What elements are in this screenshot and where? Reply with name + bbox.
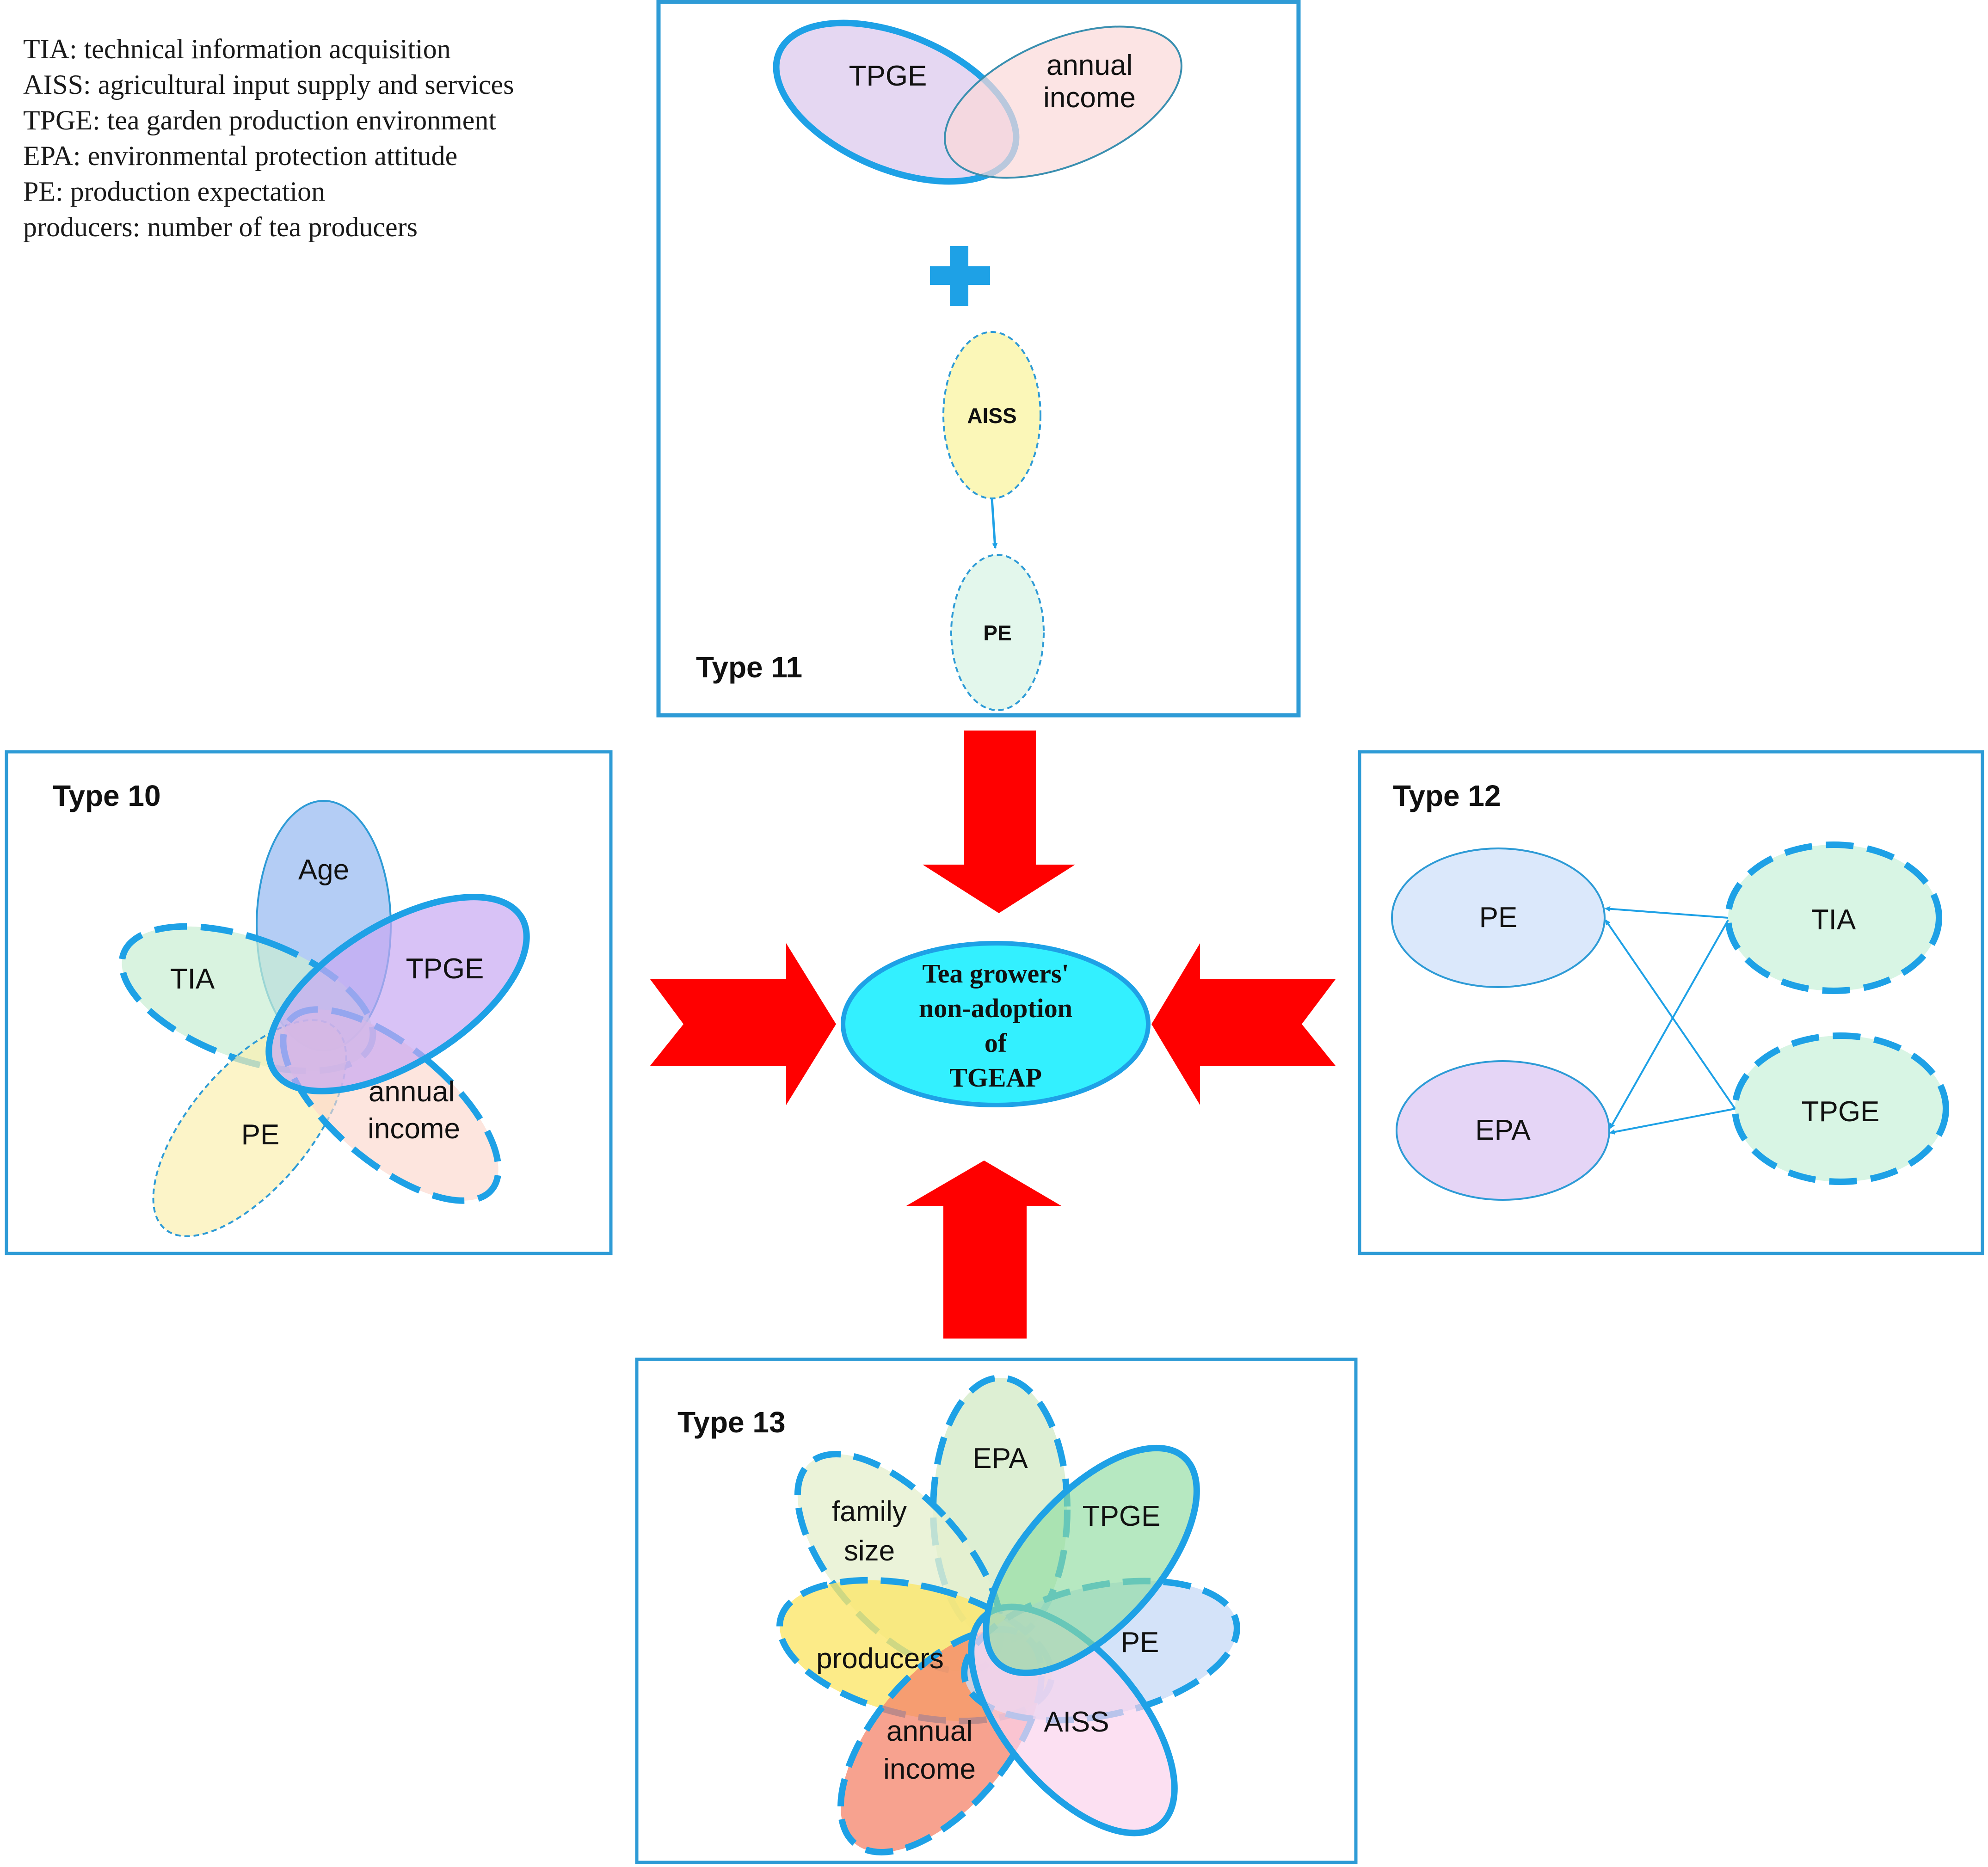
center-node: Tea growers' non-adoption of TGEAP bbox=[841, 941, 1151, 1107]
type13-producers-label: producers bbox=[816, 1643, 944, 1675]
type10-income-label-2: income bbox=[368, 1113, 460, 1145]
type11-pe-label: PE bbox=[983, 621, 1011, 645]
type12-epa-ellipse bbox=[1396, 1060, 1610, 1201]
type10-income-label-1: annual bbox=[369, 1076, 455, 1108]
type12-tpge-label: TPGE bbox=[1802, 1096, 1880, 1128]
type13-title: Type 13 bbox=[677, 1406, 786, 1439]
type13-epa-label: EPA bbox=[972, 1443, 1028, 1474]
type10-tia-label: TIA bbox=[170, 963, 215, 995]
type11-panel: TPGE annual income AISS PE Type 11 bbox=[656, 0, 1301, 718]
type13-pe-label: PE bbox=[1121, 1627, 1159, 1658]
type10-tpge-label: TPGE bbox=[406, 953, 484, 985]
type13-panel: EPA TPGE family size PE producers AISS a… bbox=[635, 1357, 1358, 1864]
type10-tpge-ellipse bbox=[265, 894, 530, 1094]
type13-income-label-1: annual bbox=[886, 1715, 972, 1747]
type10-frame bbox=[5, 750, 613, 1255]
type11-arrow bbox=[991, 498, 998, 549]
legend-item: TIA: technical information acquisition bbox=[23, 34, 451, 64]
type12-arrow-tia-epa bbox=[1609, 920, 1729, 1129]
type10-pe-label: PE bbox=[241, 1119, 280, 1151]
center-line-4: TGEAP bbox=[949, 1062, 1042, 1093]
type13-tpge-ellipse bbox=[983, 1444, 1200, 1677]
center-line-2: non-adoption bbox=[919, 993, 1072, 1023]
type12-pe-ellipse bbox=[1391, 848, 1606, 988]
center-line-3: of bbox=[985, 1028, 1007, 1058]
type12-tia-label: TIA bbox=[1811, 904, 1856, 936]
type10-age-label: Age bbox=[298, 854, 349, 886]
arrow-right-icon bbox=[650, 943, 836, 1105]
type12-arrow-tia-pe bbox=[1605, 906, 1729, 919]
legend-item: EPA: environmental protection attitude bbox=[23, 141, 458, 171]
type11-income-ellipse bbox=[944, 25, 1182, 179]
legend: TIA: technical information acquisition A… bbox=[23, 31, 514, 245]
type13-aiss-label: AISS bbox=[1044, 1706, 1109, 1738]
type13-frame bbox=[635, 1357, 1358, 1864]
type11-income-label-2: income bbox=[1043, 82, 1136, 114]
type11-tpge-label: TPGE bbox=[849, 60, 927, 92]
type12-arrow-tpge-pe bbox=[1605, 919, 1736, 1110]
type11-income-label-1: annual bbox=[1046, 49, 1132, 81]
type12-frame bbox=[1358, 750, 1984, 1255]
type11-frame bbox=[656, 0, 1301, 718]
type13-income-label-2: income bbox=[883, 1753, 976, 1785]
type12-epa-label: EPA bbox=[1475, 1114, 1531, 1146]
plus-icon bbox=[930, 246, 990, 306]
arrow-down-icon bbox=[923, 731, 1075, 913]
type12-pe-label: PE bbox=[1479, 902, 1518, 934]
type13-family-label-1: family bbox=[832, 1496, 907, 1528]
type11-pe-ellipse bbox=[950, 554, 1045, 711]
arrow-up-icon bbox=[906, 1161, 1061, 1339]
center-ellipse bbox=[841, 941, 1151, 1107]
type10-title: Type 10 bbox=[53, 779, 161, 812]
center-line-1: Tea growers' bbox=[922, 958, 1069, 989]
arrow-left-icon bbox=[1151, 943, 1336, 1105]
legend-item: AISS: agricultural input supply and serv… bbox=[23, 69, 514, 100]
type12-tpge-ellipse bbox=[1732, 1032, 1949, 1185]
legend-item: PE: production expectation bbox=[23, 176, 326, 207]
type10-panel: Age TIA TPGE annual income PE Type 10 bbox=[5, 750, 613, 1255]
legend-item: producers: number of tea producers bbox=[23, 212, 418, 242]
type13-family-label-2: size bbox=[844, 1535, 895, 1567]
type12-panel: PE EPA TIA TPGE Type 12 bbox=[1358, 750, 1984, 1255]
type12-title: Type 12 bbox=[1393, 779, 1501, 812]
type13-tpge-label: TPGE bbox=[1083, 1500, 1161, 1532]
type11-aiss-label: AISS bbox=[967, 404, 1016, 428]
type12-tia-ellipse bbox=[1725, 841, 1942, 994]
type12-arrow-tpge-epa bbox=[1609, 1108, 1736, 1135]
type11-title: Type 11 bbox=[696, 651, 802, 684]
legend-item: TPGE: tea garden production environment bbox=[23, 105, 497, 135]
